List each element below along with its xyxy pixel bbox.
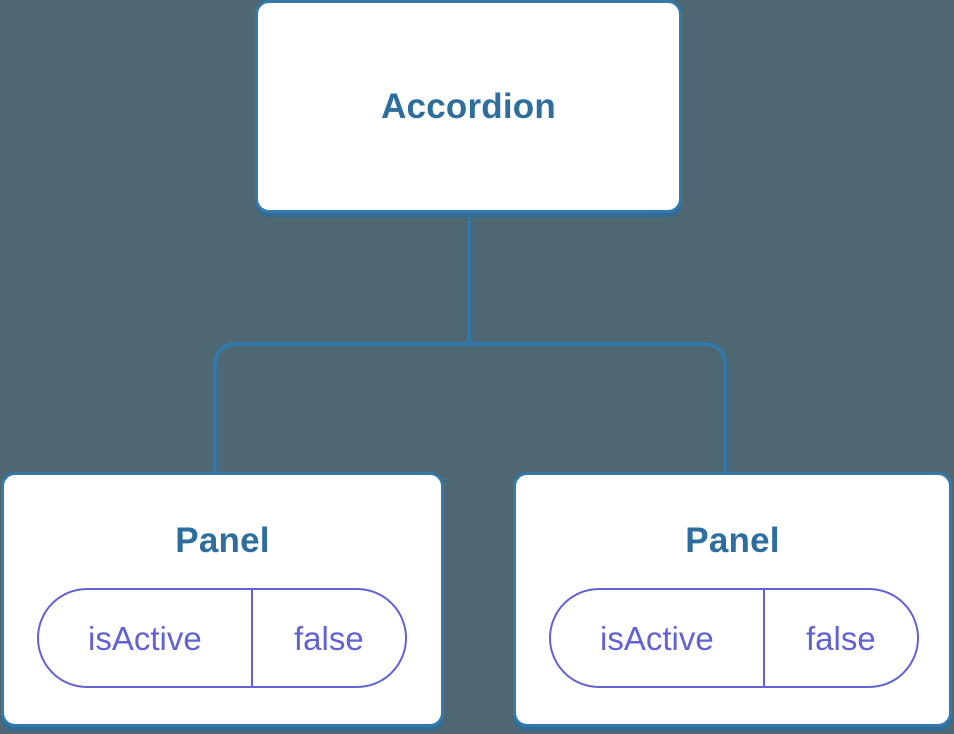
prop-value: false (294, 619, 364, 657)
prop-pill: isActive false (549, 588, 919, 688)
accordion-node-label: Accordion (381, 87, 556, 126)
prop-name: isActive (39, 590, 253, 686)
panel-node-right: Panel isActive false (513, 472, 952, 727)
prop-value: false (806, 619, 876, 657)
panel-node-label: Panel (685, 521, 780, 560)
prop-pill: isActive false (37, 588, 407, 688)
panel-node-label: Panel (175, 521, 270, 560)
prop-name: isActive (551, 590, 765, 686)
connector-bracket-line (213, 342, 727, 473)
panel-node-left: Panel isActive false (1, 472, 444, 727)
accordion-node: Accordion (255, 0, 682, 213)
